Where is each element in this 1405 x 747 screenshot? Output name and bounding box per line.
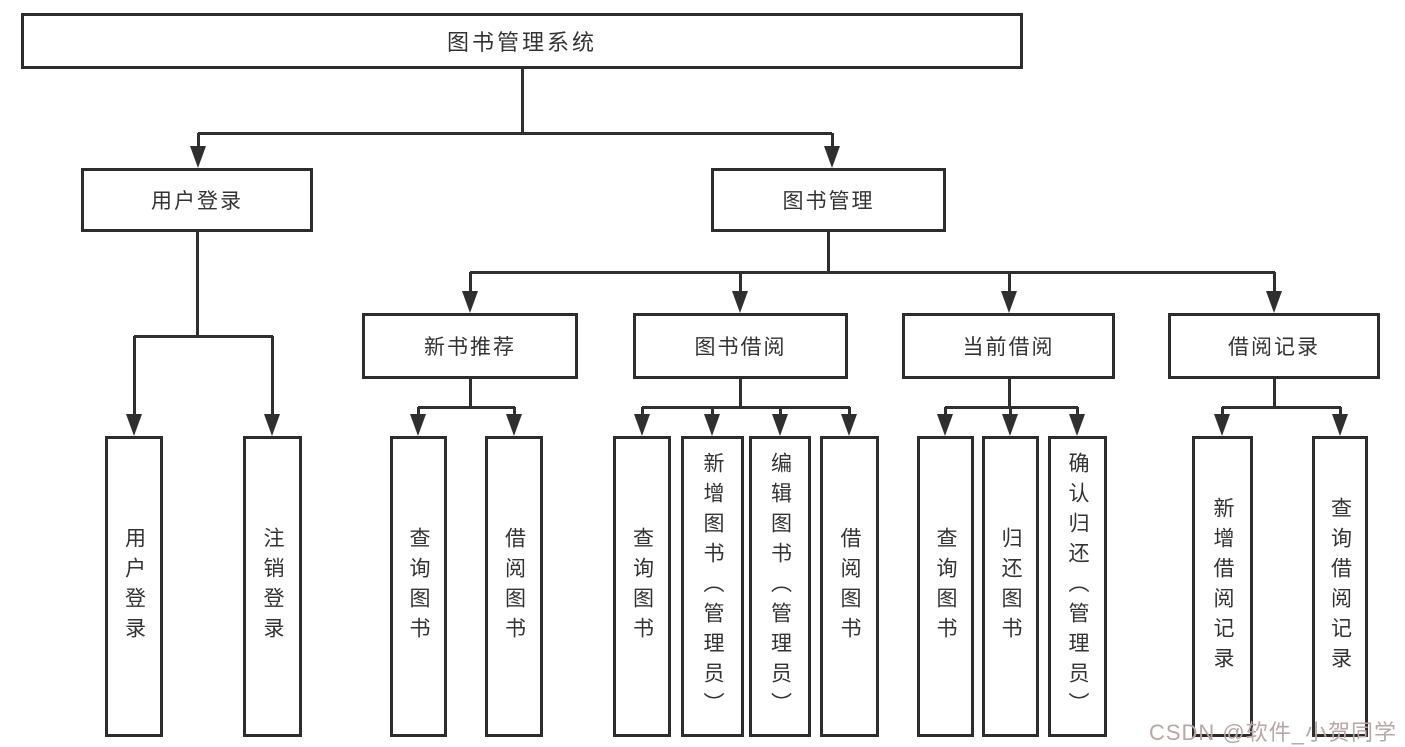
connector-line	[1273, 272, 1276, 295]
leaf-query-books-current: 查询图书	[917, 436, 974, 737]
node-user-login: 用户登录	[81, 168, 313, 232]
connector-line	[1008, 379, 1011, 409]
connector-line	[944, 407, 947, 418]
leaf-return-books: 归还图书	[982, 436, 1039, 737]
node-label: 图书管理	[782, 190, 875, 213]
leaf-query-books-borrowing: 查询图书	[613, 436, 671, 737]
leaf-borrow-books-borrowing: 借阅图书	[820, 436, 879, 737]
node-label: 借阅图书	[838, 526, 861, 647]
arrowhead-icon	[732, 291, 748, 313]
connector-line	[739, 379, 742, 409]
arrowhead-icon	[264, 414, 280, 436]
arrowhead-icon	[126, 414, 142, 436]
connector-line	[848, 407, 851, 418]
arrowhead-icon	[410, 414, 426, 436]
connector-line	[642, 406, 850, 409]
node-borrowing-records: 借阅记录	[1168, 313, 1380, 379]
arrowhead-icon	[1266, 291, 1282, 313]
node-label: 确认归还（管理员）	[1066, 451, 1089, 722]
leaf-edit-book-admin: 编辑图书（管理员）	[749, 436, 811, 737]
connector-line	[198, 132, 832, 135]
node-label: 当前借阅	[962, 336, 1055, 359]
leaf-user-login: 用户登录	[105, 436, 163, 737]
node-label: 图书借阅	[694, 336, 787, 359]
node-current-borrowing: 当前借阅	[902, 313, 1115, 379]
connector-line	[831, 133, 834, 150]
connector-line	[739, 272, 742, 295]
csdn-watermark: CSDN @软件_小贺同学	[1148, 720, 1397, 745]
arrowhead-icon	[1214, 414, 1230, 436]
node-label: 归还图书	[999, 526, 1022, 647]
node-label: 查询图书	[934, 526, 957, 647]
node-library-management-system: 图书管理系统	[21, 13, 1023, 69]
node-label: 编辑图书（管理员）	[768, 451, 792, 722]
arrowhead-icon	[1002, 414, 1018, 436]
connector-line	[513, 407, 516, 418]
arrowhead-icon	[634, 414, 650, 436]
node-book-management: 图书管理	[711, 168, 946, 232]
node-label: 用户登录	[122, 526, 146, 647]
leaf-add-book-admin: 新增图书（管理员）	[681, 436, 744, 737]
arrowhead-icon	[462, 291, 478, 313]
connector-line	[1076, 407, 1079, 418]
arrowhead-icon	[190, 146, 206, 168]
connector-line	[197, 133, 200, 150]
arrowhead-icon	[841, 414, 857, 436]
node-label: 新增借阅记录	[1211, 496, 1234, 677]
node-label: 查询图书	[407, 526, 430, 647]
connector-line	[469, 272, 472, 295]
leaf-query-borrow-record: 查询借阅记录	[1312, 436, 1368, 737]
arrowhead-icon	[772, 414, 788, 436]
node-label: 新书推荐	[424, 336, 516, 359]
arrowhead-icon	[704, 414, 720, 436]
leaf-borrow-books-recommend: 借阅图书	[485, 436, 543, 737]
leaf-logout: 注销登录	[243, 436, 302, 737]
connector-line	[469, 379, 472, 409]
connector-line	[134, 335, 273, 338]
leaf-confirm-return-admin: 确认归还（管理员）	[1048, 436, 1107, 737]
connector-line	[521, 69, 524, 135]
connector-line	[1339, 407, 1342, 418]
connector-line	[1273, 379, 1276, 409]
connector-line	[196, 232, 199, 338]
connector-line	[1009, 407, 1012, 418]
leaf-query-books-recommend: 查询图书	[390, 436, 447, 737]
leaf-add-borrow-record: 新增借阅记录	[1192, 436, 1253, 737]
node-label: 借阅记录	[1228, 336, 1320, 359]
node-label: 用户登录	[151, 190, 243, 213]
connector-line	[417, 407, 420, 418]
node-book-borrowing: 图书借阅	[633, 313, 848, 379]
arrowhead-icon	[937, 414, 953, 436]
node-label: 注销登录	[261, 526, 284, 647]
node-label: 图书管理系统	[446, 30, 597, 55]
connector-line	[711, 407, 714, 418]
connector-line	[641, 407, 644, 418]
node-new-book-recommendation: 新书推荐	[362, 313, 578, 379]
connector-line	[1221, 407, 1224, 418]
node-label: 新增图书（管理员）	[701, 451, 724, 722]
connector-line	[827, 232, 830, 274]
connector-line	[1008, 272, 1011, 295]
arrowhead-icon	[1332, 414, 1348, 436]
connector-line	[779, 407, 782, 418]
arrowhead-icon	[1069, 414, 1085, 436]
connector-line	[470, 271, 1275, 274]
node-label: 查询图书	[630, 526, 654, 647]
connector-line	[271, 336, 274, 418]
connector-line	[1222, 406, 1341, 409]
arrowhead-icon	[824, 146, 840, 168]
node-label: 借阅图书	[502, 526, 526, 647]
node-label: 查询借阅记录	[1328, 496, 1352, 677]
connector-line	[133, 336, 136, 418]
arrowhead-icon	[1001, 291, 1017, 313]
arrowhead-icon	[506, 414, 522, 436]
connector-line	[418, 406, 515, 409]
